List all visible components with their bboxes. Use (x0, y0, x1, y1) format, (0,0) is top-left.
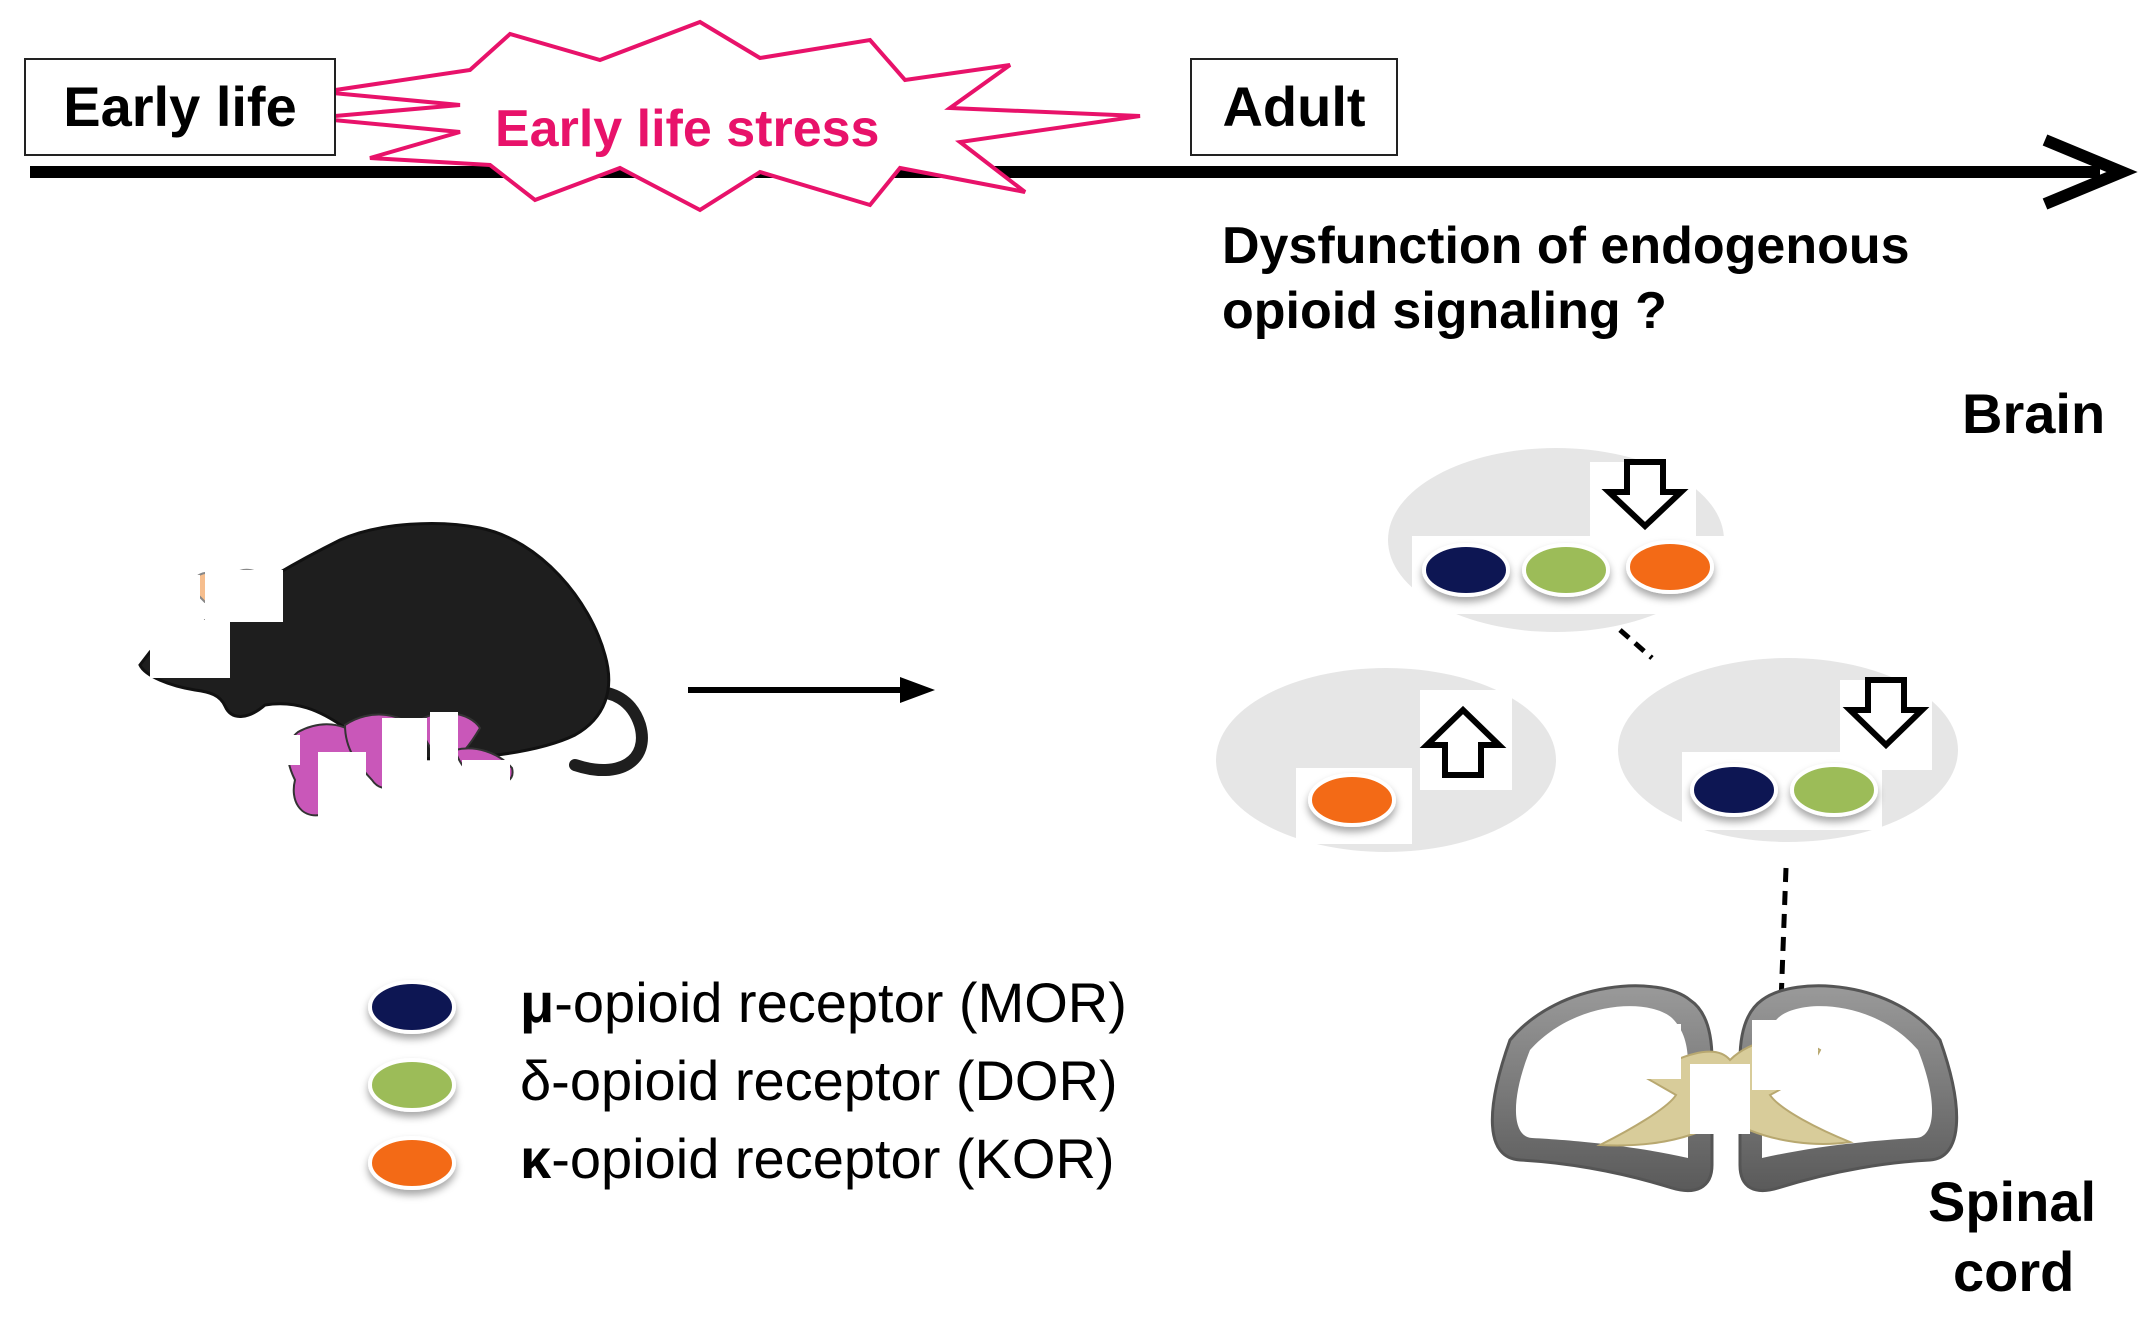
mor-receptor-top (1422, 543, 1510, 597)
question-line-2: opioid signaling ? (1222, 282, 1667, 340)
legend-mor-swatch (368, 980, 456, 1034)
down-arrow-icon (1842, 677, 1930, 750)
dor-receptor-right (1790, 763, 1878, 817)
mouse-pups-illustration (270, 712, 514, 842)
legend-kor-label: κ-opioid receptor (KOR) (520, 1127, 1115, 1190)
question-line-1: Dysfunction of endogenous (1222, 217, 1910, 275)
spinal-cord-illustration (1490, 984, 1959, 1193)
dashed-connector (1618, 628, 1654, 660)
early-life-box: Early life (24, 58, 336, 156)
kor-receptor-left (1308, 773, 1396, 827)
dor-receptor-top (1522, 543, 1610, 597)
brain-label: Brain (1962, 382, 2106, 445)
kor-receptor-top (1626, 540, 1714, 594)
up-arrow-icon (1419, 705, 1507, 778)
adult-box: Adult (1190, 58, 1398, 156)
legend-dor-label: δ-opioid receptor (DOR) (520, 1049, 1118, 1112)
brain-region-left (1216, 668, 1556, 852)
legend-kor-swatch (368, 1136, 456, 1190)
early-life-stress-label: Early life stress (495, 100, 880, 158)
adult-mouse-illustration (138, 522, 648, 776)
stress-starburst (311, 19, 1141, 213)
timeline-arrow (30, 134, 2138, 210)
spinal-cord-label-line-1: Spinal (1928, 1170, 2097, 1233)
brain-region-top (1388, 448, 1730, 632)
legend-mor-label: μ-opioid receptor (MOR) (520, 971, 1127, 1034)
spinal-cord-label-line-2: cord (1953, 1240, 2075, 1303)
mor-receptor-right (1690, 763, 1778, 817)
down-arrow-icon (1601, 459, 1689, 531)
legend-dor-swatch (368, 1058, 456, 1112)
transition-arrow (688, 677, 935, 703)
